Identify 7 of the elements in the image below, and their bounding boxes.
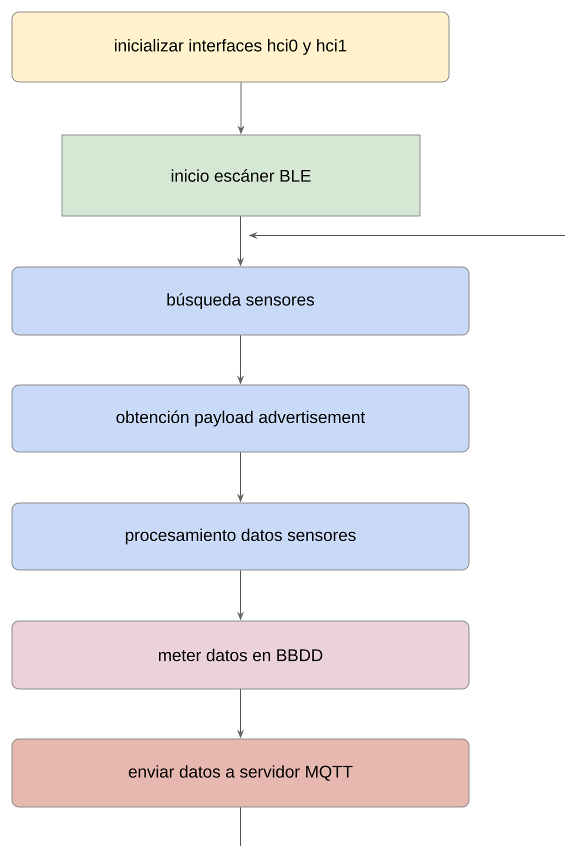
process-box: enviar datos a servidor MQTT bbox=[12, 738, 470, 808]
process-box: inicio escáner BLE bbox=[62, 134, 420, 216]
process-box: inicializar interfaces hci0 y hci1 bbox=[12, 12, 450, 82]
process-box: procesamiento datos sensores bbox=[12, 502, 470, 570]
process-box: obtención payload advertisement bbox=[12, 384, 470, 452]
process-box: meter datos en BBDD bbox=[12, 620, 470, 690]
process-box: búsqueda sensores bbox=[12, 266, 470, 336]
